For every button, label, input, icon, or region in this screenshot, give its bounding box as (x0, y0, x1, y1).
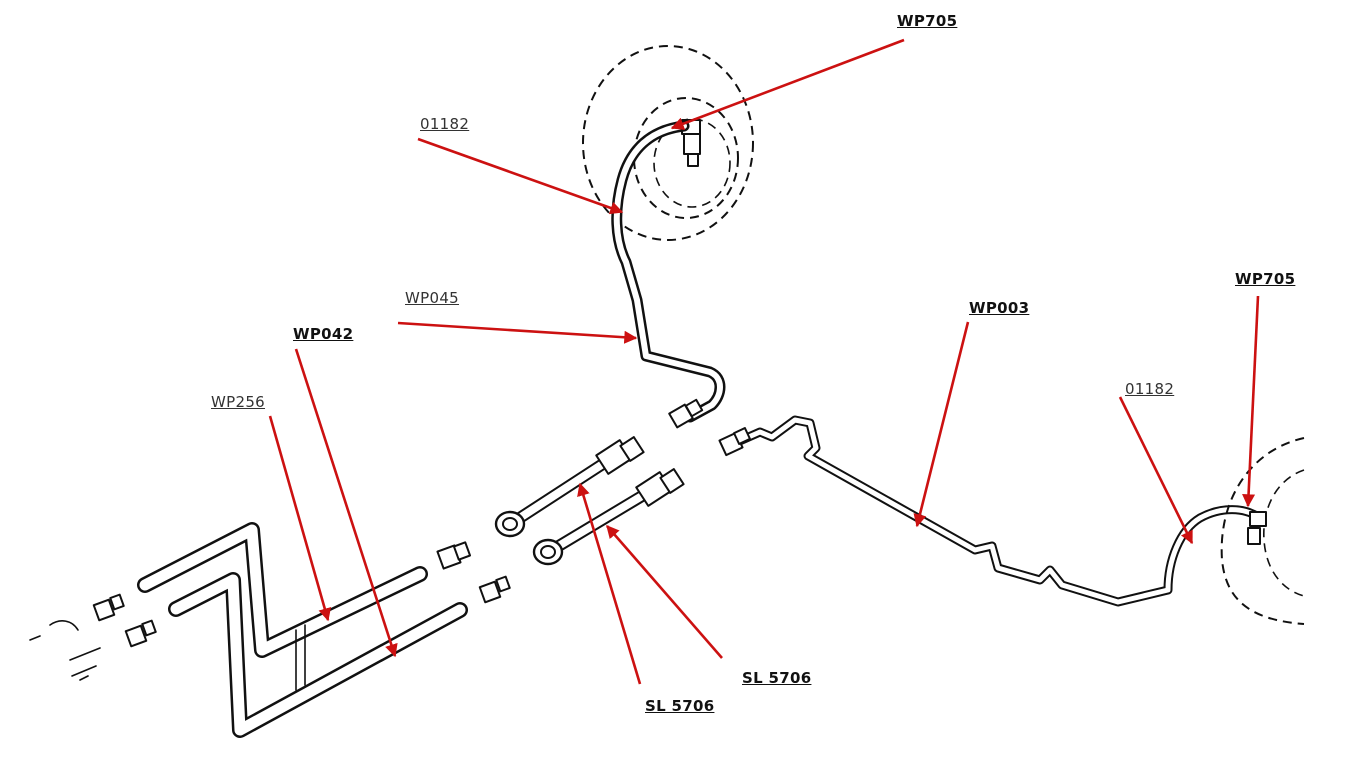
label-wp256: WP256 (211, 393, 266, 411)
label-wp045: WP045 (405, 289, 460, 307)
arrow-wp256 (268, 415, 332, 622)
label-sl5706-right: SL 5706 (742, 669, 812, 687)
label-wp705-right: WP705 (1235, 270, 1296, 288)
arrow-wp042 (294, 348, 398, 658)
rear-pipe-right (718, 415, 1263, 607)
label-wp003: WP003 (969, 299, 1030, 317)
arrow-01182-right (1118, 396, 1194, 545)
label-wp042: WP042 (293, 325, 354, 343)
arrow-wp003 (913, 321, 970, 528)
small-connectors (29, 541, 511, 681)
flexible-hoses (494, 436, 685, 566)
arrow-sl5706-right (606, 525, 723, 659)
arrow-01182-left (417, 137, 624, 215)
top-wheel (582, 45, 754, 241)
arrow-wp045 (397, 321, 638, 344)
right-wheel (1220, 437, 1305, 625)
label-01182-right: 01182 (1125, 380, 1175, 398)
arrow-sl5706-left (577, 482, 642, 685)
front-pipe-left (611, 120, 726, 429)
arrow-wp705-top (670, 38, 905, 130)
master-cylinder-pipes (137, 522, 468, 738)
callout-arrows (268, 38, 1260, 685)
label-sl5706-left: SL 5706 (645, 697, 715, 715)
label-wp705-top: WP705 (897, 12, 958, 30)
label-01182-left: 01182 (420, 115, 470, 133)
arrow-wp705-right (1242, 295, 1260, 508)
